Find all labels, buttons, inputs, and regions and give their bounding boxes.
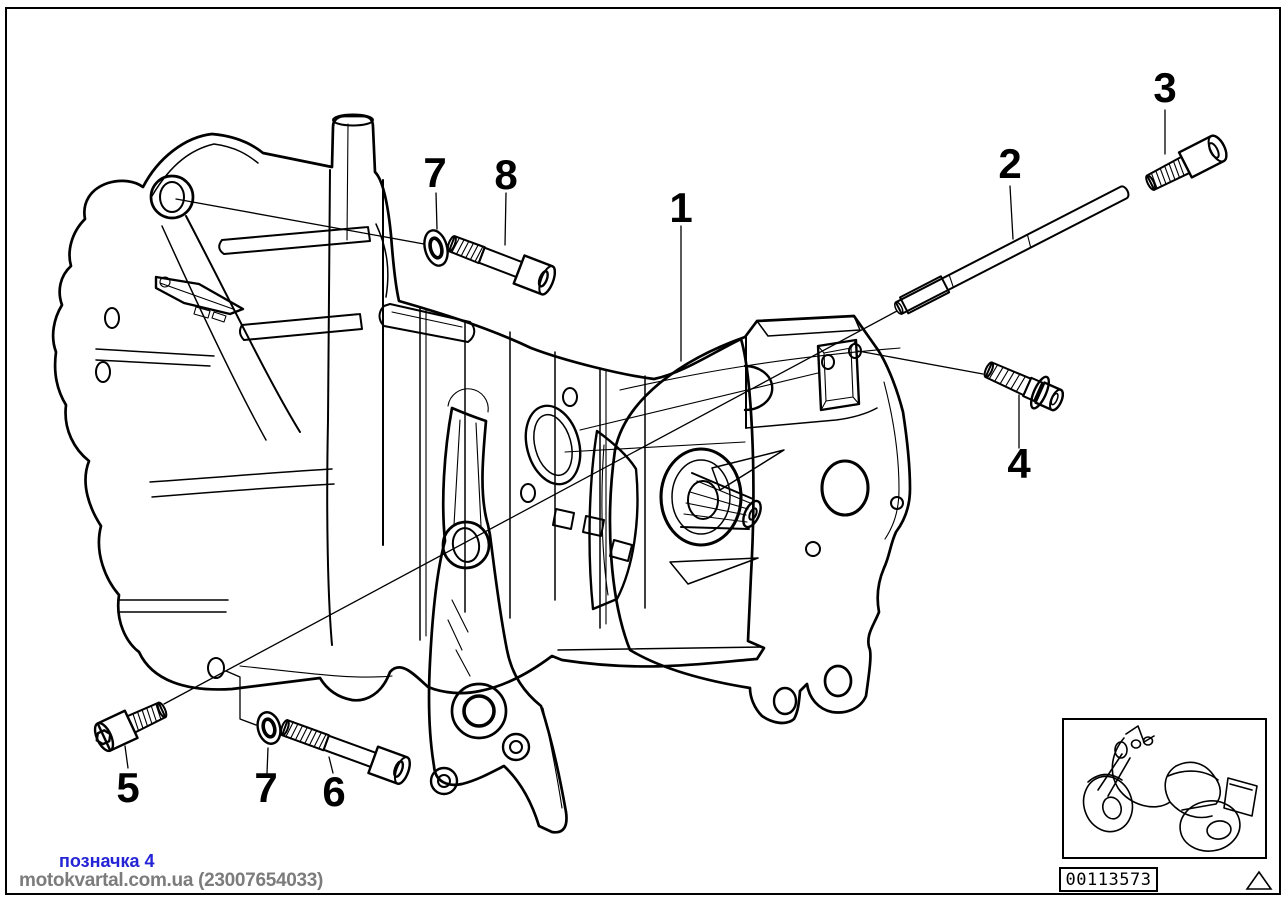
part-6-socket-screw bbox=[279, 719, 411, 785]
callout-7-top: 7 bbox=[423, 149, 447, 196]
callout-3: 3 bbox=[1153, 64, 1177, 111]
rear-support-arm bbox=[588, 429, 639, 611]
output-shaft-boss bbox=[659, 447, 762, 547]
callout-5: 5 bbox=[116, 764, 140, 811]
watermark-text: motokvartal.com.ua (23007654033) bbox=[19, 870, 324, 891]
triangle-marker bbox=[1242, 868, 1278, 892]
stamp-number: 00113573 bbox=[1065, 869, 1152, 890]
motorcycle-icon bbox=[1082, 725, 1258, 852]
part-2-shift-rod bbox=[894, 185, 1130, 315]
diagram-frame bbox=[5, 7, 1281, 895]
part-7-washer-top bbox=[423, 229, 449, 267]
part-3-screw bbox=[1145, 134, 1228, 191]
model-thumbnail-box bbox=[1062, 718, 1267, 859]
callout-1: 1 bbox=[669, 184, 693, 231]
leader-lines bbox=[124, 109, 1166, 774]
callout-2: 2 bbox=[998, 140, 1022, 187]
triangle-up-icon bbox=[1245, 870, 1273, 890]
mark-link[interactable]: позначка 4 bbox=[59, 851, 155, 871]
part-8-socket-screw bbox=[446, 235, 557, 296]
callout-8: 8 bbox=[494, 151, 518, 198]
part-4-flange-screw bbox=[983, 361, 1065, 412]
stamp-number-box: 00113573 bbox=[1059, 867, 1158, 892]
housing-rear-plate bbox=[608, 314, 912, 725]
callout-6: 6 bbox=[322, 768, 346, 815]
callout-7-bottom: 7 bbox=[254, 764, 278, 811]
part-7-washer-bottom bbox=[256, 711, 282, 745]
callout-4: 4 bbox=[1007, 440, 1031, 487]
part-1-gearbox-housing bbox=[51, 113, 901, 702]
front-mounting-bracket bbox=[427, 388, 568, 834]
part-5-socket-screw bbox=[93, 701, 168, 753]
